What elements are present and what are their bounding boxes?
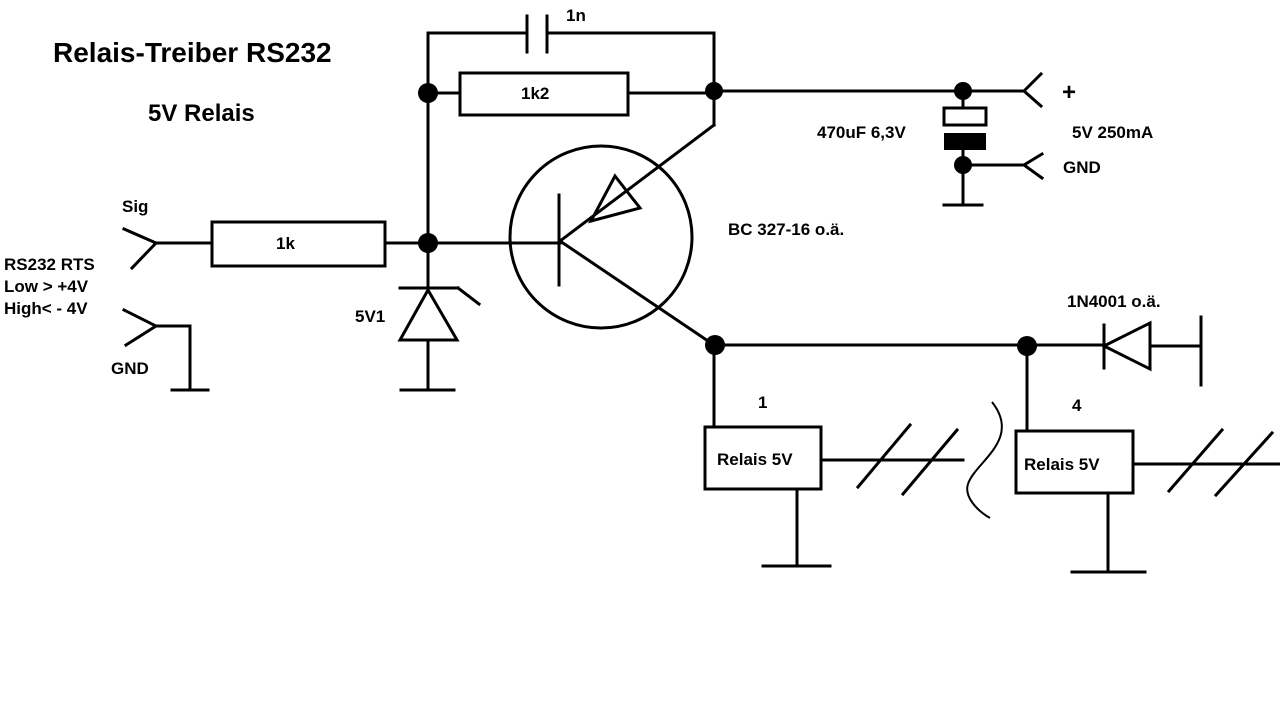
schematic-title: Relais-Treiber RS232 xyxy=(53,37,332,68)
supply-gnd-label: GND xyxy=(1063,158,1101,177)
feedback-capacitor: 1n xyxy=(426,6,716,127)
schematic-subtitle: 5V Relais xyxy=(148,100,255,127)
input-gnd-label: GND xyxy=(111,359,149,378)
relay-1-label: Relais 5V xyxy=(717,450,793,469)
junction-base xyxy=(418,233,438,253)
transistor-label: BC 327-16 o.ä. xyxy=(728,220,844,239)
supply-capacitor: 470uF 6,3V xyxy=(712,82,1026,207)
feedback-capacitor-label: 1n xyxy=(566,6,586,25)
input-resistor-label: 1k xyxy=(276,234,295,253)
pnp-transistor: BC 327-16 o.ä. xyxy=(508,122,844,348)
zener-label: 5V1 xyxy=(355,307,385,326)
relay-4-index: 4 xyxy=(1072,396,1082,415)
supply-rating-label: 5V 250mA xyxy=(1072,123,1153,142)
supply-gnd-terminal: GND xyxy=(1021,151,1101,181)
high-level-label: High< - 4V xyxy=(4,299,88,318)
feedback-resistor-label: 1k2 xyxy=(521,84,549,103)
input-ground: GND xyxy=(111,307,210,392)
relay-1: 1 Relais 5V xyxy=(703,343,965,568)
diode-label: 1N4001 o.ä. xyxy=(1067,292,1161,311)
omission-break xyxy=(966,401,1003,519)
input-resistor: 1k xyxy=(210,220,562,268)
supply-plus-label: + xyxy=(1062,79,1076,106)
relay-4: 4 Relais 5V xyxy=(1014,344,1280,574)
low-level-label: Low > +4V xyxy=(4,277,89,296)
zener-diode: 5V1 xyxy=(355,285,482,392)
feedback-resistor: 1k2 xyxy=(426,71,716,117)
sig-label: Sig xyxy=(122,197,148,216)
supply-capacitor-label: 470uF 6,3V xyxy=(817,123,906,142)
supply-plus-terminal: + 5V 250mA xyxy=(1021,71,1153,142)
rts-label: RS232 RTS xyxy=(4,255,95,274)
relay-4-label: Relais 5V xyxy=(1024,455,1100,474)
signal-input: Sig RS232 RTS Low > +4V High< - 4V xyxy=(4,197,214,318)
relay-1-index: 1 xyxy=(758,393,767,412)
freewheel-diode: 1N4001 o.ä. xyxy=(1067,292,1203,387)
